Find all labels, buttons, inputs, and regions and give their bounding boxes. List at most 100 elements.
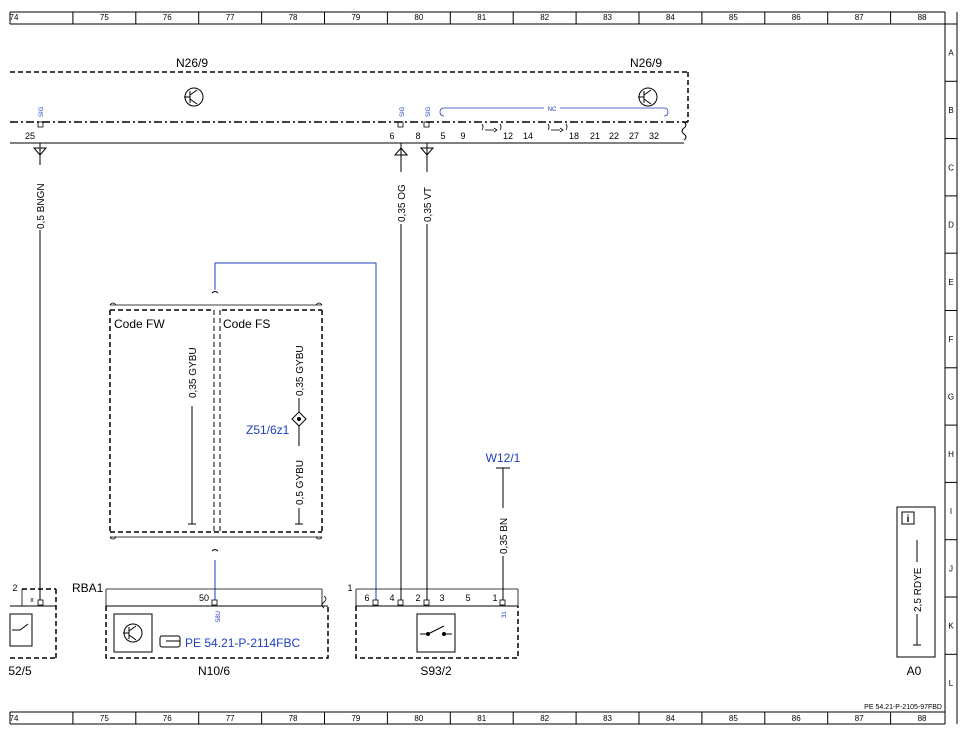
row-label: A	[948, 49, 954, 58]
switch-icon	[420, 625, 452, 636]
pin-14: 14	[523, 131, 533, 141]
code-box: Code FW Code FS	[109, 302, 323, 540]
w12-1-label: W12/1	[486, 451, 521, 465]
column-label: 85	[729, 13, 738, 22]
s93-pin-3: 3	[439, 593, 444, 603]
column-label: 87	[855, 714, 864, 723]
column-label: 84	[666, 714, 675, 723]
connector-n10-6: RBA1 50 58U PE 54.21-P-2114FBC N10/6	[72, 581, 329, 678]
row-label: E	[948, 278, 953, 287]
switch-icon	[12, 623, 29, 631]
row-label: H	[948, 450, 954, 459]
gybu-fs-top-label: 0,35 GYBU	[295, 345, 306, 396]
column-label: 79	[351, 13, 360, 22]
wire-bngn-label: 0,5 BNGN	[36, 183, 47, 229]
column-label: 83	[603, 714, 612, 723]
row-label: C	[948, 163, 954, 172]
s93-pin-5: 5	[465, 593, 470, 603]
sig-label: SIG	[426, 106, 432, 117]
jumper-icon	[481, 123, 568, 133]
left-pin-2: 2	[12, 583, 17, 593]
code-fs-label: Code FS	[223, 317, 270, 331]
a0-box: i 2,5 RDYE A0	[896, 506, 936, 678]
pin-32: 32	[649, 131, 659, 141]
column-label: 84	[666, 13, 675, 22]
wire-og: 0,35 OG	[393, 143, 409, 600]
s93-pin-1: 1	[492, 593, 497, 603]
transistor-icon	[638, 87, 658, 107]
transistor-icon	[184, 87, 204, 107]
wire-gybu-fw: 0,35 GYBU	[188, 347, 199, 525]
transistor-icon	[123, 623, 143, 643]
row-label: L	[949, 679, 954, 688]
column-label: 88	[918, 13, 927, 22]
gybu-fw-label: 0,35 GYBU	[188, 347, 199, 398]
column-label: 76	[163, 714, 172, 723]
rba1-label: RBA1	[72, 581, 104, 595]
s93-pin-6: 6	[364, 593, 369, 603]
column-ticks	[9, 12, 892, 724]
a0-label: A0	[907, 664, 922, 678]
row-label: B	[948, 106, 953, 115]
left-comp-label: 52/5	[8, 664, 32, 678]
info-icon-glyph: i	[907, 514, 910, 525]
pin-markers	[37, 121, 430, 128]
s93-pin-4: 4	[389, 593, 394, 603]
column-label: 77	[226, 714, 235, 723]
s93-pin-31: 31	[502, 611, 508, 618]
pin-5: 5	[440, 131, 445, 141]
column-label: 80	[414, 714, 423, 723]
row-label: I	[950, 507, 952, 516]
pin-6: 6	[389, 131, 394, 141]
column-label: 82	[540, 13, 549, 22]
gybu-fs-bot-label: 0,5 GYBU	[295, 460, 306, 505]
pin-22: 22	[609, 131, 619, 141]
row-label: F	[949, 335, 954, 344]
column-label: 88	[918, 714, 927, 723]
code-fw-label: Code FW	[114, 317, 165, 331]
doc-reference: PE 54.21-P-2105-97FBD	[864, 704, 942, 711]
connector-s93-2: 1 6 4 2 3 5 1 31 S93/2	[347, 583, 519, 678]
rdye-label: 2,5 RDYE	[913, 567, 924, 612]
break-marks	[211, 291, 219, 552]
row-label: G	[948, 392, 954, 401]
pin-8: 8	[415, 131, 420, 141]
column-label: 79	[351, 714, 360, 723]
ref-link[interactable]: PE 54.21-P-2114FBC	[185, 636, 301, 650]
column-label: 81	[477, 13, 486, 22]
nc-label: NC	[548, 107, 557, 113]
wire-58u	[214, 262, 377, 600]
s93-pin-2: 2	[415, 593, 420, 603]
pin-9: 9	[460, 131, 465, 141]
column-label: 76	[163, 13, 172, 22]
n10-6-label: N10/6	[198, 664, 230, 678]
s93-pin-1-left: 1	[347, 583, 352, 593]
pin-markers	[372, 599, 506, 606]
pin-12: 12	[503, 131, 513, 141]
row-label: J	[949, 564, 953, 573]
pin-18: 18	[569, 131, 579, 141]
column-label: 83	[603, 13, 612, 22]
column-label: 80	[414, 13, 423, 22]
left-pin-x: x	[30, 597, 34, 604]
column-label: 78	[289, 714, 298, 723]
n26-left-label: N26/9	[176, 56, 208, 70]
wire-bn: W12/1 0,35 BN	[486, 451, 521, 600]
sig-label: SIG	[400, 106, 406, 117]
pin-25: 25	[25, 131, 35, 141]
wire-og-label: 0,35 OG	[397, 184, 408, 222]
column-label: 82	[540, 714, 549, 723]
column-label: 78	[289, 13, 298, 22]
pin-27: 27	[629, 131, 639, 141]
wire-gybu-fs: 0,35 GYBU 0,5 GYBU Z51/6z1	[246, 345, 307, 525]
wire-vt: 0,35 VT	[419, 143, 435, 600]
sig-label: SIG	[39, 106, 45, 117]
column-labels: 7474757576767777787879798080818182828383…	[10, 13, 927, 723]
column-label: 85	[729, 714, 738, 723]
column-label: 77	[226, 13, 235, 22]
column-label: 75	[100, 714, 109, 723]
column-label: 74	[10, 13, 19, 22]
row-label: K	[948, 622, 954, 631]
column-label: 86	[792, 714, 801, 723]
